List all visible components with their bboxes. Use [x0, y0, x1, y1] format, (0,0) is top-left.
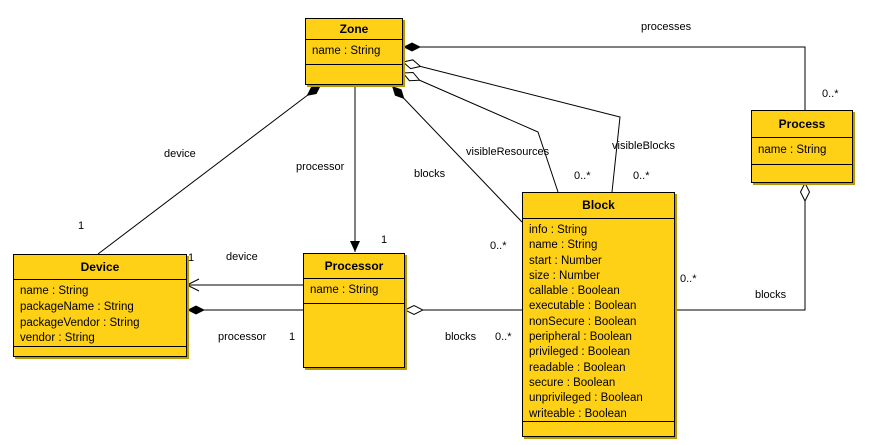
edge-label-zone-processor: processor — [296, 161, 345, 173]
class-device[interactable]: Device name : String packageName : Strin… — [13, 254, 187, 357]
class-attribute: callable : Boolean — [529, 285, 620, 298]
multiplicity-visibleresources: 0..* — [574, 170, 591, 182]
association-zone-device[interactable] — [97, 84, 322, 255]
class-block-name: Block — [582, 198, 615, 212]
edge-label-zone-blocks: blocks — [414, 168, 446, 180]
class-attribute: writeable : Boolean — [529, 407, 627, 420]
class-attribute: nonSecure : Boolean — [529, 315, 637, 328]
association-zone-processes[interactable] — [403, 42, 806, 110]
class-zone[interactable]: Zone name : String — [305, 18, 403, 85]
multiplicity-zone-device: 1 — [78, 220, 85, 232]
class-attribute: name : String — [529, 239, 598, 252]
edge-label-processor-blocks: blocks — [445, 331, 477, 343]
class-processor-name: Processor — [324, 259, 384, 273]
multiplicity-processor-blocks: 0..* — [495, 331, 512, 343]
edge-label-device-processor: processor — [218, 331, 267, 343]
class-processor-operations — [304, 303, 404, 367]
class-processor[interactable]: Processor name : String — [303, 253, 405, 368]
class-attribute: size : Number — [529, 269, 600, 282]
multiplicity-visibleblocks: 0..* — [633, 170, 650, 182]
class-attribute: name : String — [312, 45, 381, 57]
edge-label-processes: processes — [641, 21, 692, 33]
class-attribute: start : Number — [529, 254, 602, 267]
class-process-name: Process — [778, 117, 826, 131]
class-zone-name: Zone — [339, 22, 369, 36]
multiplicity-process-blocks: 0..* — [680, 273, 697, 285]
edge-label-visibleblocks: visibleBlocks — [612, 140, 675, 152]
edge-label-process-blocks: blocks — [755, 289, 787, 301]
class-attribute: packageVendor : String — [20, 316, 140, 329]
class-attribute: unprivileged : Boolean — [529, 392, 643, 405]
edge-label-visibleresources: visibleResources — [466, 146, 550, 158]
class-process[interactable]: Process name : String — [751, 110, 853, 183]
multiplicity-processes: 0..* — [822, 88, 839, 100]
class-block-operations — [523, 421, 674, 436]
class-block[interactable]: Block info : String name : String start … — [522, 192, 675, 437]
class-attribute: privileged : Boolean — [529, 346, 631, 359]
class-attribute: name : String — [310, 284, 379, 296]
class-attribute: name : String — [758, 144, 827, 156]
class-attribute: name : String — [20, 285, 89, 297]
class-process-operations — [752, 164, 852, 182]
multiplicity-zone-blocks: 0..* — [490, 240, 507, 252]
class-attribute: packageName : String — [20, 300, 134, 313]
class-device-operations — [14, 346, 186, 356]
class-attribute: secure : Boolean — [529, 376, 616, 389]
class-zone-operations — [306, 64, 402, 84]
edge-label-processor-device: device — [226, 251, 258, 263]
class-device-name: Device — [80, 260, 120, 274]
class-attribute: peripheral : Boolean — [529, 331, 632, 344]
class-attribute: info : String — [529, 224, 588, 236]
association-zone-visibleresources[interactable] — [403, 73, 559, 193]
class-attribute: readable : Boolean — [529, 361, 626, 374]
association-process-blocks[interactable] — [675, 183, 805, 311]
class-attribute: executable : Boolean — [529, 300, 637, 313]
multiplicity-processor-device: 1 — [188, 252, 195, 264]
association-zone-visibleblocks[interactable] — [403, 62, 621, 193]
multiplicity-device-processor: 1 — [289, 331, 296, 343]
association-zone-blocks[interactable] — [391, 85, 523, 223]
edge-label-zone-device: device — [164, 148, 196, 160]
class-attribute: vendor : String — [20, 332, 95, 345]
multiplicity-zone-processor: 1 — [381, 234, 388, 246]
